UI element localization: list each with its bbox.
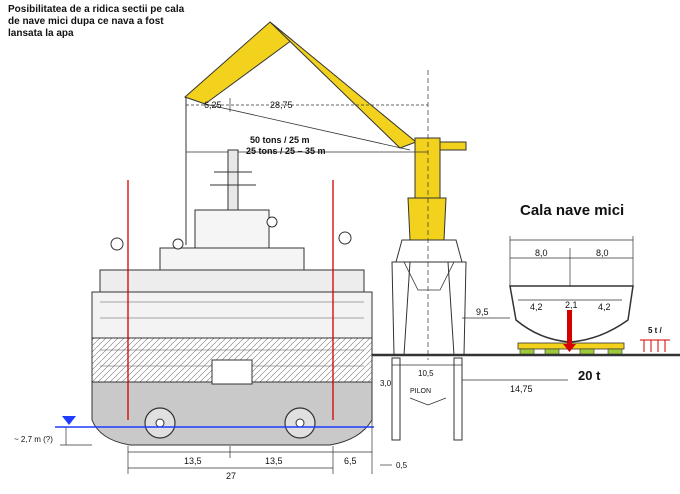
pilon-right (453, 357, 463, 441)
crane-stay (269, 21, 417, 149)
labels: 6,25 28,75 50 tons / 25 m 25 tons / 25 –… (14, 100, 663, 481)
pilon-left (391, 357, 401, 441)
title-line-2: de nave mici dupa ce nava a fost (8, 16, 164, 27)
dim-crane-left: 6,25 (204, 100, 222, 110)
quay-offset: 9,5 (476, 307, 489, 317)
crane-jib (184, 21, 293, 105)
pilon-label: PILON (410, 388, 431, 395)
title-line-3: lansata la apa (8, 28, 74, 39)
load-arrow (567, 310, 572, 344)
slip-width-right: 8,0 (596, 248, 609, 258)
quay-gap: 0,5 (396, 461, 408, 470)
dim-ship-left: 13,5 (184, 456, 202, 466)
ship-dimensions (127, 350, 373, 474)
slip-sub2: 2,1 (565, 300, 578, 310)
crane-capacity-2: 25 tons / 25 – 35 m (246, 146, 326, 156)
dim-ship-total: 27 (226, 471, 236, 481)
slip-width-left: 8,0 (535, 248, 548, 258)
crane-counter-jib (439, 141, 467, 151)
slip-load-dist: 5 t / (648, 326, 663, 335)
slipway-section (509, 236, 670, 355)
crane-dimensions (186, 70, 429, 360)
quay-height: 3,0 (380, 379, 392, 388)
dim-crane-right: 28,75 (270, 100, 293, 110)
ship-light-right (338, 231, 352, 245)
crane-portal (395, 239, 463, 263)
ship-upper-deck (99, 269, 365, 293)
crane-body (407, 197, 447, 241)
distributed-load (640, 339, 670, 352)
ship-light-left (110, 237, 124, 251)
slip-load-point: 20 t (578, 368, 601, 383)
water-level-icon (62, 416, 76, 425)
ship (91, 149, 373, 446)
crane-leg-right (447, 261, 467, 356)
ship-center-unit (211, 359, 253, 385)
slip-distance: 14,75 (510, 384, 533, 394)
crane-boom-line (204, 103, 411, 151)
draft-label: ~ 2,7 m (?) (14, 435, 53, 444)
slipway-heading: Cala nave mici (520, 202, 625, 219)
slip-sub3: 4,2 (598, 302, 611, 312)
red-section-lines (127, 180, 334, 420)
ship-mast (227, 149, 239, 211)
crane-tower (414, 137, 441, 199)
quay-width: 10,5 (418, 369, 434, 378)
dim-ship-right: 13,5 (265, 456, 283, 466)
ship-hull (91, 381, 373, 446)
slip-sub1: 4,2 (530, 302, 543, 312)
diagram-title: Posibilitatea de a ridica sectii pe cala… (8, 4, 188, 40)
ship-superstructure (194, 209, 270, 249)
ship-bridge-deck (159, 247, 305, 271)
dim-ship-margin: 6,5 (344, 456, 357, 466)
crane-capacity-1: 50 tons / 25 m (250, 135, 310, 145)
title-line-1: Posibilitatea de a ridica sectii pe cala (8, 4, 185, 15)
gantry-crane (184, 21, 467, 356)
quay (372, 317, 680, 466)
crane-leg-left (391, 261, 411, 356)
ship-main-deck (91, 291, 373, 339)
